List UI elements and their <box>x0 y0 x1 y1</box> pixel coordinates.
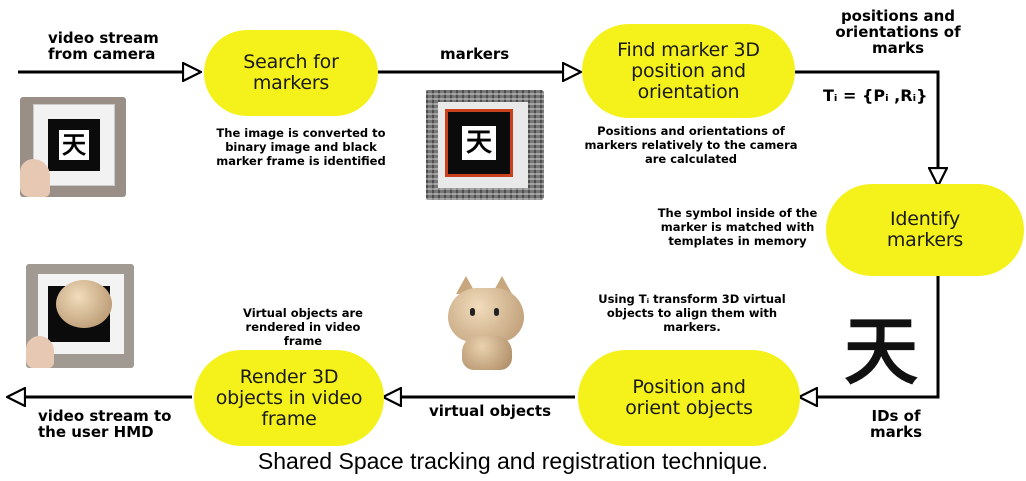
marker-glyph: 天 <box>62 131 86 159</box>
figure-caption: Shared Space tracking and registration t… <box>257 448 769 474</box>
marker-card: 天 <box>34 105 114 185</box>
rendered-frame-photo <box>26 264 134 368</box>
binary-marker-photo: 天 <box>426 90 544 200</box>
rendered-hand-shape <box>26 336 54 368</box>
binary-marker-card: 天 <box>438 102 528 188</box>
label-ids-of-marks: IDs of marks <box>869 407 923 441</box>
node-render-3d-objects: Render 3D objects in video frame <box>194 350 384 446</box>
desc-render: Virtual objects are rendered in video fr… <box>243 306 363 348</box>
node-search-for-markers: Search for markers <box>204 30 378 116</box>
desc-search: The image is converted to binary image a… <box>216 126 386 168</box>
marker-glyph-box: 天 <box>59 130 89 160</box>
cat-head <box>448 288 524 342</box>
arrow-positions <box>795 70 938 185</box>
identified-glyph: 天 <box>844 309 918 395</box>
rendered-marker-card <box>38 274 124 354</box>
arrow-ids <box>800 270 940 397</box>
binary-glyph-box: 天 <box>462 126 496 160</box>
binary-glyph: 天 <box>465 128 492 158</box>
desc-position: Using Tᵢ transform 3D virtual objects to… <box>598 292 786 334</box>
node-find-label: Find marker 3D position and orientation <box>617 38 760 103</box>
label-positions-and-orientations: positions and orientations of marks <box>835 7 961 57</box>
marker-black-frame: 天 <box>48 119 100 171</box>
label-virtual-objects: virtual objects <box>429 402 551 420</box>
label-video-stream-from-camera: video stream from camera <box>48 29 159 63</box>
node-render-label: Render 3D objects in video frame <box>215 365 363 430</box>
rendered-cat-head <box>56 280 112 328</box>
node-identify-markers: Identify markers <box>826 184 1024 276</box>
node-position-and-orient: Position and orient objects <box>578 350 800 446</box>
label-markers: markers <box>440 45 510 63</box>
label-video-stream-to-hmd: video stream to the user HMD <box>38 407 172 441</box>
node-find-marker-position: Find marker 3D position and orientation <box>582 24 795 118</box>
desc-identify: The symbol inside of the marker is match… <box>657 206 818 248</box>
desc-find: Positions and orientations of markers re… <box>584 124 798 166</box>
cat-eye-right <box>494 308 499 316</box>
node-position-label: Position and orient objects <box>625 376 753 419</box>
cat-eye-left <box>470 308 475 316</box>
virtual-cat-object <box>438 270 538 376</box>
detected-frame: 天 <box>445 109 513 177</box>
node-search-label: Search for markers <box>243 51 339 94</box>
label-transform-formula: Tᵢ = {Pᵢ ,Rᵢ} <box>823 86 928 105</box>
marker-card-photo: 天 <box>20 97 126 197</box>
node-identify-label: Identify markers <box>886 208 964 251</box>
hand-shape <box>20 159 50 197</box>
cat-body <box>462 336 512 370</box>
